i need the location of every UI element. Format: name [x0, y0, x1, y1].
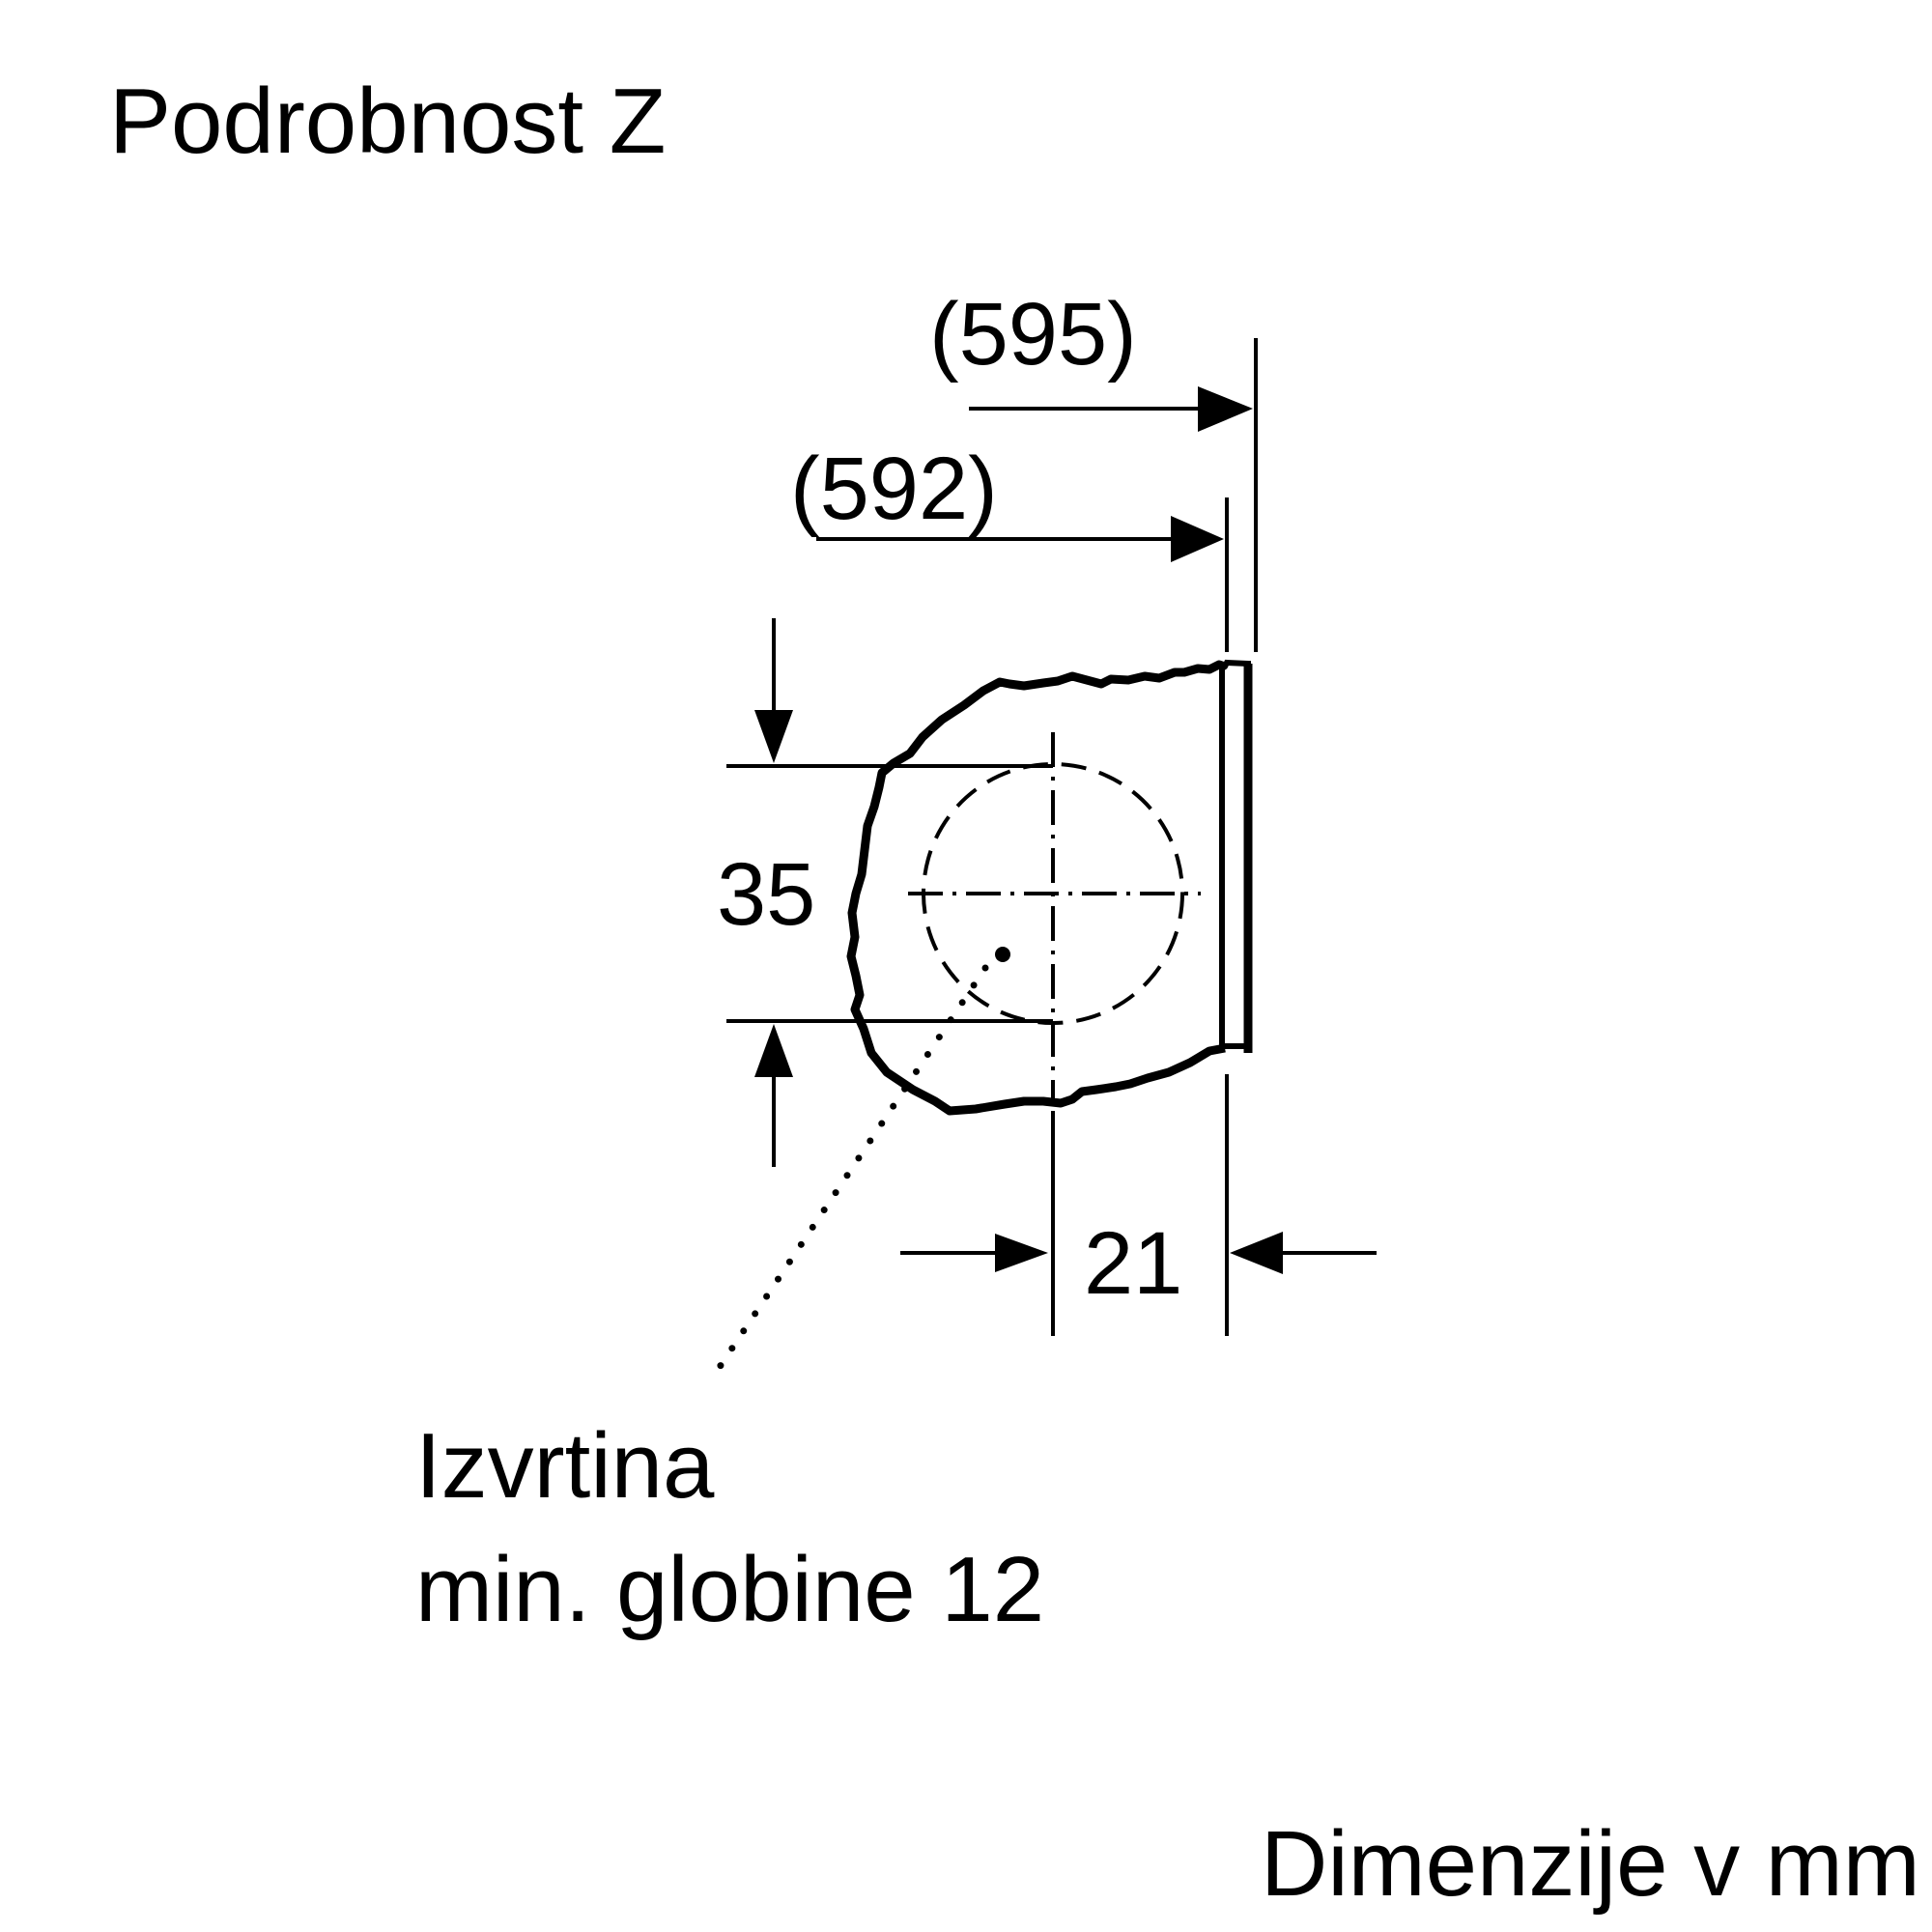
drill-hole-point — [995, 947, 1010, 962]
arrowhead-icon — [1171, 516, 1224, 562]
dimension-label-592: (592) — [790, 440, 998, 538]
arrowhead-icon — [995, 1234, 1048, 1272]
callout-label-line2: min. globine 12 — [415, 1538, 1045, 1641]
callout-label-line1: Izvrtina — [415, 1414, 715, 1518]
arrowhead-icon — [754, 710, 793, 763]
dimension-label-21: 21 — [1084, 1214, 1183, 1313]
leader-line-dotted — [714, 964, 989, 1374]
arrowhead-icon — [1230, 1232, 1283, 1274]
page-title: Podrobnost Z — [109, 70, 667, 173]
units-note: Dimenzije v mm — [1261, 1812, 1920, 1916]
dimension-label-595: (595) — [929, 285, 1137, 384]
cabinet-break-outline — [846, 660, 1227, 1116]
arrowhead-icon — [754, 1024, 793, 1077]
arrowhead-icon — [1198, 386, 1253, 432]
dimension-label-35: 35 — [717, 845, 816, 944]
